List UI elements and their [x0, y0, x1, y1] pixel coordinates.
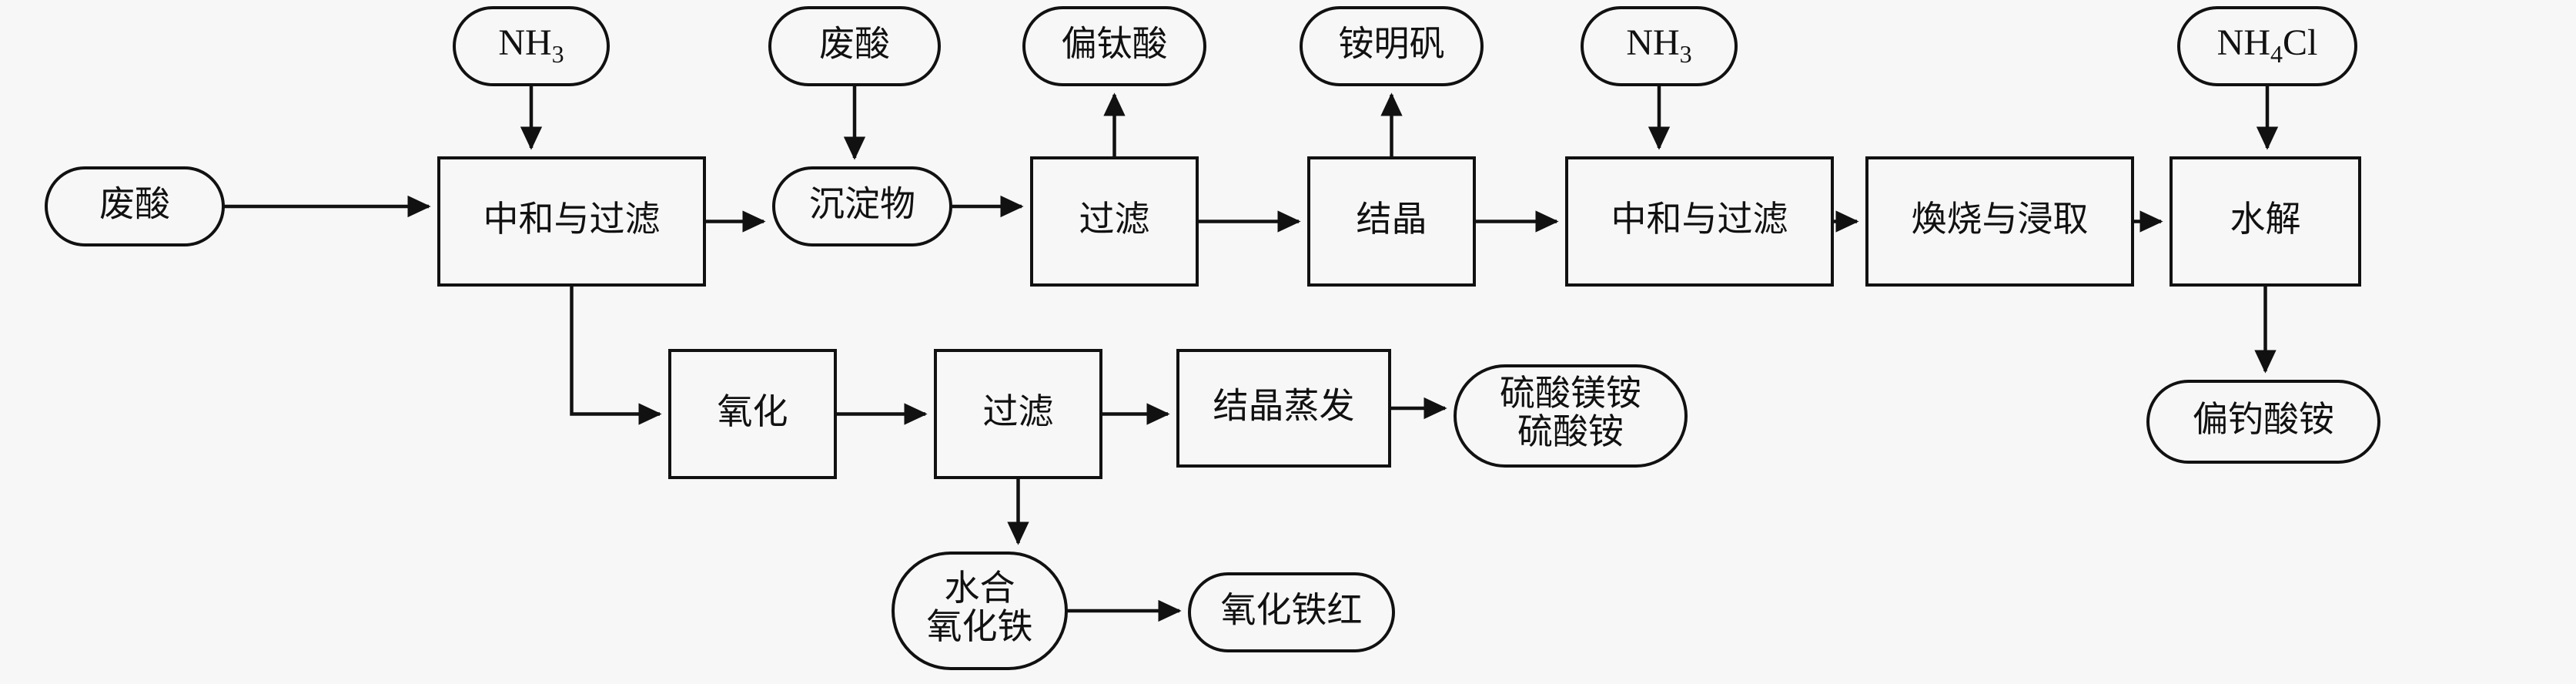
node-alum[interactable]: 铵明矾	[1300, 6, 1484, 86]
terminator-shape	[768, 6, 941, 86]
process-shape	[2170, 156, 2361, 287]
terminator-shape	[2146, 380, 2380, 464]
node-calcine_leach[interactable]: 煥烧与浸取	[1865, 156, 2134, 287]
process-shape	[1307, 156, 1476, 287]
nodes-layer: 废酸NH3中和与过滤废酸沉淀物偏钛酸过滤铵明矾结晶NH3中和与过滤煥烧与浸取NH…	[45, 6, 2380, 670]
node-label: 水解	[2230, 200, 2301, 239]
process-shape	[437, 156, 706, 287]
terminator-shape	[1581, 6, 1738, 86]
node-label: 硫酸镁铵硫酸铵	[1500, 374, 1641, 451]
node-label: NH3	[1626, 22, 1691, 68]
node-neutral_1[interactable]: 中和与过滤	[437, 156, 706, 287]
node-precipitate[interactable]: 沉淀物	[772, 166, 952, 246]
process-shape	[1176, 349, 1391, 468]
node-label: 偏钓酸铵	[2193, 400, 2334, 439]
process-shape	[1030, 156, 1199, 287]
node-feed_acid[interactable]: 废酸	[45, 166, 225, 246]
node-nh3_2[interactable]: NH3	[1581, 6, 1738, 86]
node-label: 过滤	[983, 392, 1054, 431]
node-label: 中和与过滤	[1611, 200, 1788, 239]
node-label: 废酸	[99, 185, 170, 224]
node-label: NH3	[498, 22, 564, 68]
process-shape	[1865, 156, 2134, 287]
terminator-shape	[1188, 572, 1395, 652]
terminator-shape	[453, 6, 610, 86]
node-label: 沉淀物	[809, 185, 915, 224]
node-nh4cl[interactable]: NH4Cl	[2177, 6, 2357, 86]
node-label: 铵明矾	[1339, 25, 1445, 64]
node-label: 废酸	[819, 25, 890, 64]
node-hydrated_iron[interactable]: 水合氧化铁	[892, 552, 1068, 670]
node-oxidation[interactable]: 氧化	[668, 349, 837, 479]
process-shape	[668, 349, 837, 479]
node-neutral_2[interactable]: 中和与过滤	[1565, 156, 1834, 287]
terminator-shape	[1022, 6, 1206, 86]
node-nh3_1[interactable]: NH3	[453, 6, 610, 86]
node-label: 氧化	[718, 392, 788, 431]
node-filter_1[interactable]: 过滤	[1030, 156, 1199, 287]
node-crystal_evap[interactable]: 结晶蒸发	[1176, 349, 1391, 468]
node-label: 氧化铁红	[1221, 591, 1363, 630]
node-filter_2[interactable]: 过滤	[934, 349, 1102, 479]
node-label: 过滤	[1079, 200, 1150, 239]
node-label: 结晶	[1357, 200, 1427, 239]
node-nh4vo3[interactable]: 偏钓酸铵	[2146, 380, 2380, 464]
node-metatitanic[interactable]: 偏钛酸	[1022, 6, 1206, 86]
edge-neutral_1-to-oxidation	[570, 285, 662, 425]
process-shape	[1565, 156, 1834, 287]
terminator-shape	[45, 166, 225, 246]
terminator-shape	[2177, 6, 2357, 86]
process-shape	[934, 349, 1102, 479]
node-iron_oxide_red[interactable]: 氧化铁红	[1188, 572, 1395, 652]
node-mg_nh4_sulfate[interactable]: 硫酸镁铵硫酸铵	[1454, 364, 1688, 468]
terminator-shape	[1300, 6, 1484, 86]
node-label: 偏钛酸	[1062, 25, 1168, 64]
edges-layer	[223, 85, 2279, 622]
node-label: 中和与过滤	[483, 200, 661, 239]
terminator-shape	[772, 166, 952, 246]
terminator-shape	[892, 552, 1068, 670]
node-waste_acid_2[interactable]: 废酸	[768, 6, 941, 86]
node-label: 水合氧化铁	[927, 568, 1033, 646]
terminator-shape	[1454, 364, 1688, 468]
node-label: 煥烧与浸取	[1912, 200, 2089, 239]
node-hydrolysis[interactable]: 水解	[2170, 156, 2361, 287]
node-crystal_1[interactable]: 结晶	[1307, 156, 1476, 287]
node-label: NH4Cl	[2217, 22, 2318, 68]
node-label: 结晶蒸发	[1213, 387, 1355, 426]
